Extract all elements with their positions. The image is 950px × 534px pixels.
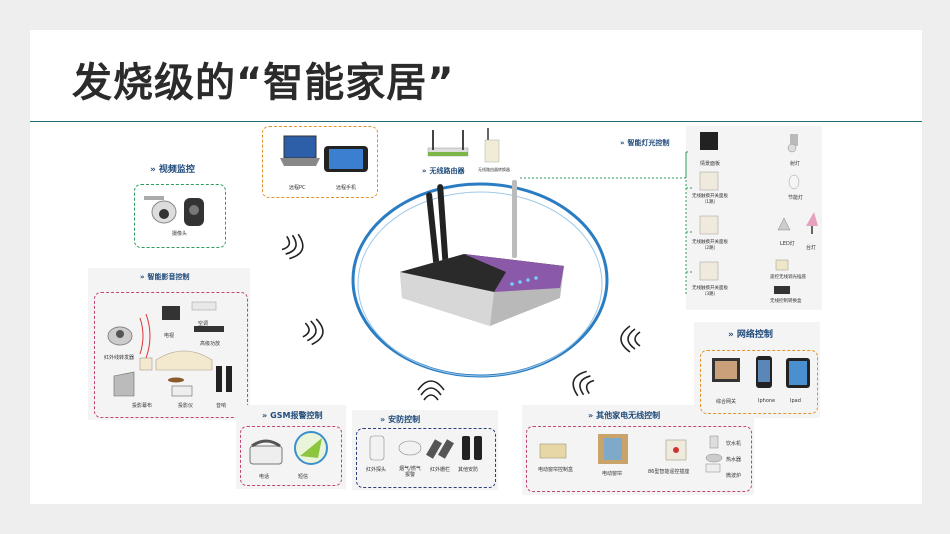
chevron-icon: »	[140, 273, 145, 281]
dimmer-label: 无线控制转换盒	[770, 299, 802, 304]
remote-box	[262, 126, 378, 198]
spot-label: 射灯	[790, 161, 801, 167]
energy-label: 节能灯	[788, 195, 804, 201]
ir-probe-label: 红外探头	[366, 467, 387, 473]
screen-label: 投影幕布	[132, 403, 153, 409]
scene-label: 情景面板	[700, 161, 721, 167]
security-devices	[369, 435, 482, 461]
wireless-signal-icon	[302, 318, 324, 346]
chevron-icon: »	[150, 165, 156, 175]
chevron-icon: »	[620, 139, 625, 147]
wifi-converter	[484, 126, 500, 164]
media-box	[94, 292, 248, 418]
sms-label: 短信	[298, 474, 309, 480]
water-dispenser-label: 饮水机	[726, 441, 742, 447]
module-label: 遥控无线调光插座	[770, 275, 806, 280]
projector-label: 投影仪	[178, 403, 194, 409]
wireless-signal-icon	[620, 325, 641, 353]
chevron-icon: »	[262, 411, 268, 420]
tv-label: 电视	[164, 333, 175, 339]
security-box	[356, 428, 496, 488]
remote-phone-label: 远程手机	[336, 185, 357, 191]
amp-label: 高级功放	[200, 341, 221, 347]
wireless-signal-icon	[417, 380, 445, 401]
lighting-header: »智能灯光控制	[620, 139, 670, 147]
ac-label: 空调	[198, 321, 209, 327]
media-header: »智能影音控制	[140, 273, 190, 281]
water-heater-label: 热水器	[726, 457, 742, 463]
lamp-label: 台灯	[806, 245, 817, 251]
ir-label: 红外线转发器	[104, 355, 135, 361]
camera-icon	[144, 196, 204, 226]
network-header: »网络控制	[728, 330, 773, 340]
curtain-box-label: 电动窗帘控制盒	[538, 467, 574, 473]
chevron-icon: »	[422, 167, 427, 175]
ipad-label: Ipad	[790, 398, 801, 404]
sw3-label: 无线触摸开关面板（3路）	[692, 286, 728, 297]
security-header: »安防控制	[380, 415, 421, 424]
chevron-icon: »	[588, 411, 594, 420]
speaker-label: 音响	[216, 403, 227, 409]
appliance-devices	[539, 434, 723, 473]
iphone-label: Iphone	[758, 398, 776, 404]
router-header: »无线路由器	[422, 167, 465, 175]
camera-label: 摄像头	[172, 231, 188, 237]
wireless-signal-icon	[572, 370, 595, 397]
beam-label: 红外栅栏	[430, 467, 451, 473]
page-title: 发烧级的“智能家居”	[72, 60, 455, 106]
media-devices	[107, 301, 232, 397]
other-security-label: 其他安防	[458, 467, 479, 473]
microwave-label: 微波炉	[726, 473, 742, 479]
sms-icon	[294, 431, 328, 465]
lighting-connector	[520, 151, 694, 294]
network-box	[700, 350, 818, 414]
laptop-icon	[280, 135, 320, 166]
wireless-signal-icon	[281, 233, 304, 260]
video-header: »视频监控	[150, 165, 195, 175]
ir-panel-label: 86型智能遥控插座	[648, 469, 690, 475]
sw2-label: 无线触摸开关面板（2路）	[692, 240, 728, 251]
title-divider	[30, 121, 922, 122]
gateway-label: 综合网关	[716, 399, 737, 405]
phone-icon	[324, 146, 368, 172]
router-ring	[351, 182, 609, 378]
smoke-label: 烟气/燃气报警	[399, 466, 421, 478]
chevron-icon: »	[380, 415, 386, 424]
telephone-label: 电话	[259, 474, 270, 480]
sw1-label: 无线触摸开关面板（1路）	[692, 194, 728, 205]
gsm-box	[240, 426, 342, 486]
router-image	[400, 180, 564, 326]
led-label: LED灯	[780, 241, 795, 247]
remote-pc-label: 远程PC	[289, 185, 306, 191]
lighting-devices	[699, 132, 818, 294]
network-devices	[712, 356, 810, 388]
appliance-header: »其他家电无线控制	[588, 411, 661, 420]
converter-label: 无线路由器转换器	[478, 167, 510, 172]
appliance-box	[526, 426, 752, 492]
curtain-label: 电动窗帘	[602, 471, 623, 477]
gsm-header: »GSM报警控制	[262, 411, 323, 420]
chevron-icon: »	[728, 330, 734, 340]
video-box	[134, 184, 226, 248]
telephone-icon	[249, 439, 283, 465]
wifi-router-small	[426, 126, 470, 162]
